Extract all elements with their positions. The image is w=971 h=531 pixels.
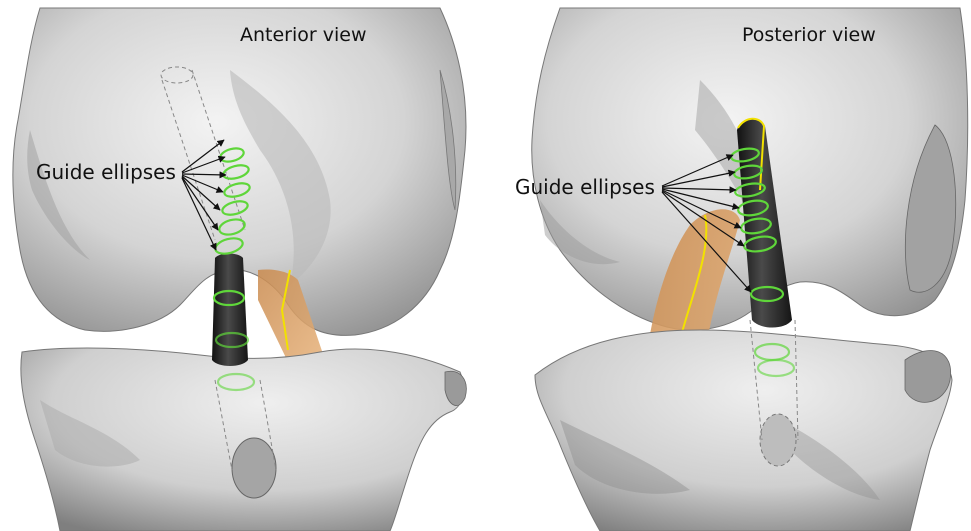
- anterior-view-panel: [13, 8, 466, 531]
- tibia-tunnel-exit: [232, 438, 276, 498]
- tunnel-anterior: [212, 254, 248, 367]
- tibia-posterior: [535, 330, 952, 531]
- tibia-posterior-exit: [760, 414, 796, 466]
- guide-ellipses-label-posterior: Guide ellipses: [515, 175, 655, 199]
- anterior-view-title: Anterior view: [240, 24, 367, 46]
- posterior-view-panel: [532, 8, 968, 531]
- guide-ellipses-label-anterior: Guide ellipses: [36, 160, 176, 184]
- posterior-view-title: Posterior view: [742, 24, 876, 46]
